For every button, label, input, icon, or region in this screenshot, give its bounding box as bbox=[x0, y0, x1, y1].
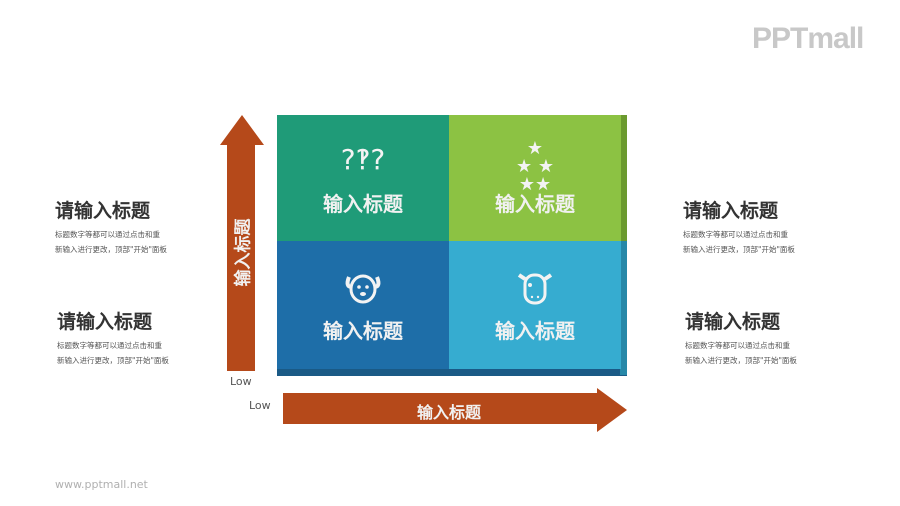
block-desc-line2: 新输入进行更改，顶部"开始"面板 bbox=[683, 245, 795, 254]
matrix-right-edge-top bbox=[620, 115, 627, 241]
block-title: 请输入标题 bbox=[683, 200, 779, 222]
y-axis-label: 输入标题 bbox=[233, 218, 254, 287]
block-desc-line1: 标题数字等都可以通过点击和重 bbox=[683, 230, 788, 239]
block-desc-line2: 新输入进行更改，顶部"开始"面板 bbox=[685, 356, 797, 365]
left-text-block-1: 请输入标题 标题数字等都可以通过点击和重 新输入进行更改，顶部"开始"面板 bbox=[55, 196, 167, 257]
matrix-bottom-edge bbox=[277, 368, 627, 376]
quadrant-label: 输入标题 bbox=[495, 191, 575, 216]
block-desc-line1: 标题数字等都可以通过点击和重 bbox=[685, 341, 790, 350]
quadrant-label: 输入标题 bbox=[323, 191, 403, 216]
quadrant-bottom-left: 输入标题 bbox=[277, 241, 449, 369]
x-axis-low: Low bbox=[249, 399, 271, 412]
cow-icon bbox=[515, 267, 555, 307]
left-text-block-2: 请输入标题 标题数字等都可以通过点击和重 新输入进行更改，顶部"开始"面板 bbox=[57, 307, 169, 368]
block-desc-line2: 新输入进行更改，顶部"开始"面板 bbox=[55, 245, 167, 254]
quadrant-top-right: ★★ ★★★ 输入标题 bbox=[449, 115, 621, 241]
x-axis-label: 输入标题 bbox=[416, 403, 481, 422]
matrix-right-edge-bottom bbox=[620, 241, 627, 375]
question-marks-icon: ?‽? bbox=[340, 142, 386, 176]
block-title: 请输入标题 bbox=[57, 311, 153, 333]
quadrant-label: 输入标题 bbox=[495, 318, 575, 343]
y-axis-low: Low bbox=[230, 375, 252, 388]
right-text-block-2: 请输入标题 标题数字等都可以通过点击和重 新输入进行更改，顶部"开始"面板 bbox=[685, 307, 797, 368]
quadrant-top-left: ?‽? 输入标题 bbox=[277, 115, 449, 241]
dog-icon bbox=[343, 267, 383, 307]
stars-icon: ★★ ★★★ bbox=[516, 137, 554, 195]
y-axis-arrow bbox=[220, 115, 264, 371]
footer-url: www.pptmall.net bbox=[55, 478, 148, 491]
block-title: 请输入标题 bbox=[55, 200, 151, 222]
block-desc-line1: 标题数字等都可以通过点击和重 bbox=[57, 341, 162, 350]
block-desc-line2: 新输入进行更改，顶部"开始"面板 bbox=[57, 356, 169, 365]
x-axis-arrow bbox=[283, 388, 627, 432]
block-title: 请输入标题 bbox=[685, 311, 781, 333]
block-desc-line1: 标题数字等都可以通过点击和重 bbox=[55, 230, 160, 239]
pptmall-logo: PPTmall bbox=[752, 22, 864, 55]
right-text-block-1: 请输入标题 标题数字等都可以通过点击和重 新输入进行更改，顶部"开始"面板 bbox=[683, 196, 795, 257]
quadrant-bottom-right: 输入标题 bbox=[449, 241, 621, 369]
quadrant-label: 输入标题 bbox=[323, 318, 403, 343]
